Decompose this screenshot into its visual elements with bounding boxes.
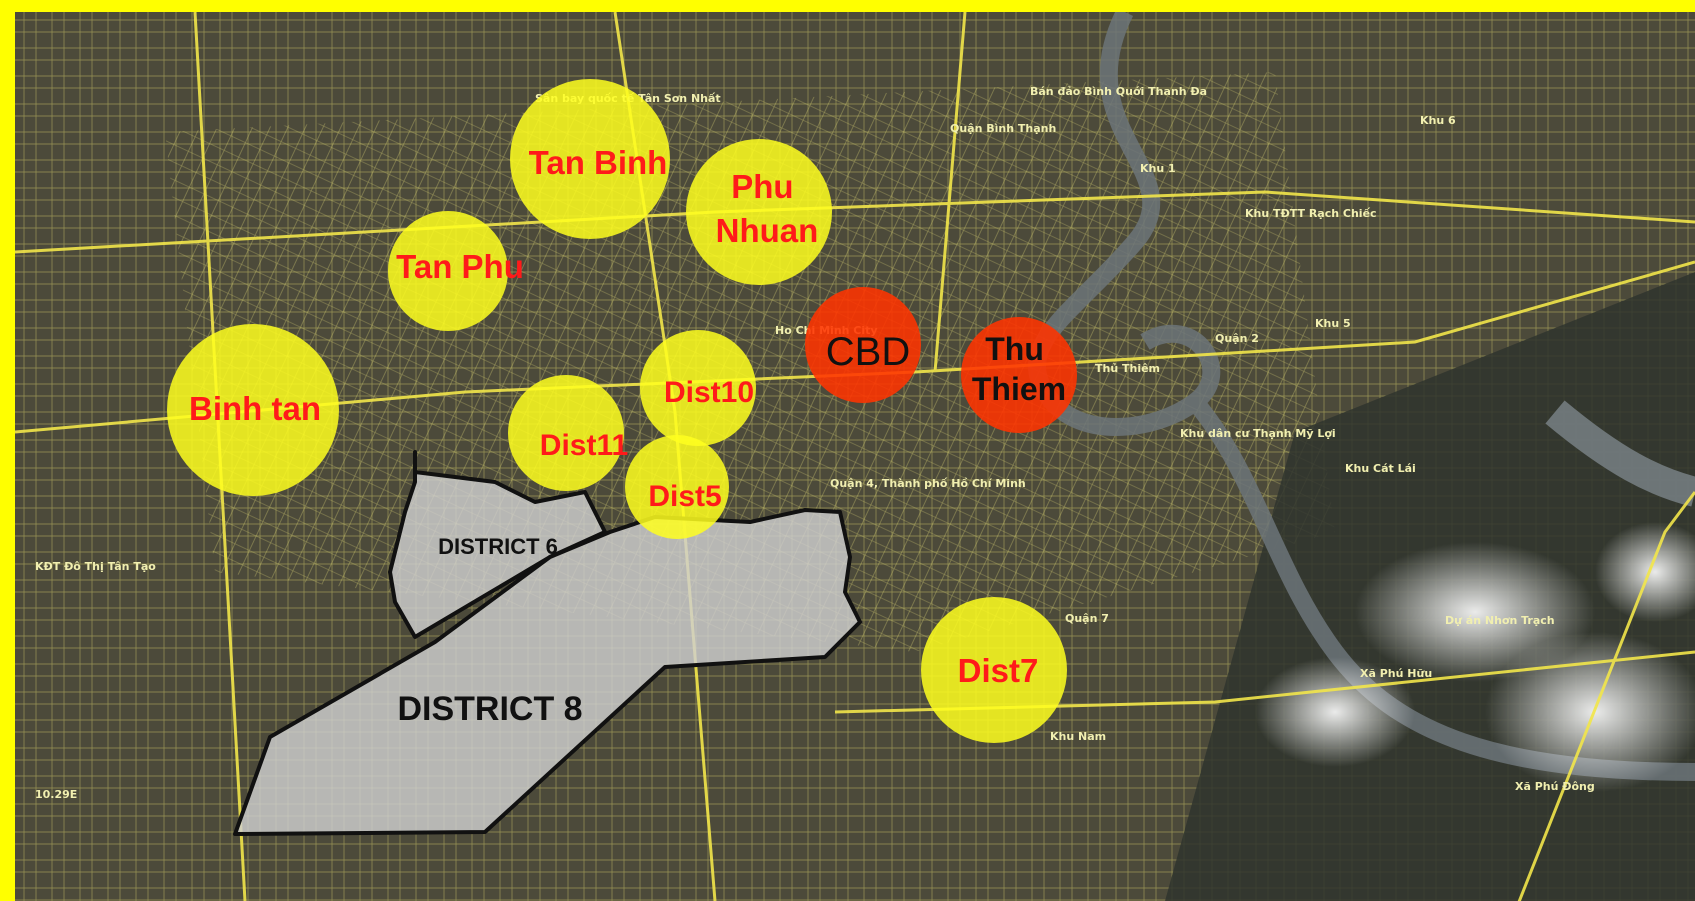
district-8-label: DISTRICT 8	[397, 690, 582, 728]
place-label: Xã Phú Đông	[1515, 780, 1595, 793]
district-8-region	[233, 508, 862, 836]
label-dist11: Dist11	[540, 429, 628, 462]
place-label: Khu Nam	[1050, 730, 1106, 743]
marker-binh-tan[interactable]	[167, 324, 339, 496]
cloud	[1485, 632, 1695, 792]
place-label: Khu 1	[1140, 162, 1176, 175]
river-branch	[1545, 400, 1695, 507]
district-6-label: DISTRICT 6	[438, 534, 558, 559]
label-tan-binh: Tan Binh	[529, 144, 668, 181]
marker-tan-binh[interactable]	[510, 79, 670, 239]
marker-phu-nhuan[interactable]	[686, 139, 832, 285]
label-thu-thiem-line1: Thu	[985, 331, 1044, 367]
place-label: Khu 6	[1420, 114, 1456, 127]
map-canvas[interactable]: Sân bay quốc tế Tân Sơn Nhất Bán đảo Bìn…	[15, 12, 1695, 901]
label-phu-nhuan-line1: Phu	[731, 168, 793, 205]
marker-dist5[interactable]	[625, 435, 729, 539]
place-label: Xã Phú Hữu	[1360, 667, 1432, 680]
label-dist10: Dist10	[664, 376, 754, 409]
place-label: Khu Cát Lái	[1345, 462, 1416, 475]
corner-coordinate-label: 10.29E	[35, 788, 77, 801]
place-label: Khu dân cư Thạnh Mỹ Lợi	[1180, 427, 1336, 440]
marker-thu-thiem[interactable]	[961, 317, 1077, 433]
label-tan-phu: Tan Phu	[396, 248, 524, 285]
place-label: Quận 7	[1065, 612, 1109, 625]
place-label: Bán đảo Bình Quới Thanh Đa	[1030, 85, 1207, 98]
place-label: Dự án Nhơn Trạch	[1445, 614, 1555, 627]
cloud	[1595, 522, 1695, 622]
label-phu-nhuan: Phu Nhuan	[716, 168, 819, 249]
marker-tan-phu[interactable]	[388, 211, 508, 331]
marker-cbd[interactable]	[805, 287, 921, 403]
marker-dist10[interactable]	[640, 330, 756, 446]
marker-dist7[interactable]	[921, 597, 1067, 743]
district-markers: Tan Binh Phu Nhuan Tan Phu Binh tan Dist…	[167, 79, 1077, 743]
label-dist5: Dist5	[648, 480, 721, 513]
place-label: Quận 2	[1215, 332, 1259, 345]
label-thu-thiem: Thu Thiem	[972, 331, 1066, 407]
label-dist7: Dist7	[958, 652, 1039, 689]
label-phu-nhuan-line2: Nhuan	[716, 212, 819, 249]
label-binh-tan: Binh tan	[189, 390, 321, 427]
place-label: Khu 5	[1315, 317, 1351, 330]
place-label: KĐT Đô Thị Tân Tạo	[35, 560, 156, 573]
place-label: Quận 4, Thành phố Hồ Chí Minh	[830, 477, 1026, 490]
label-cbd: CBD	[826, 330, 910, 374]
place-label: Quận Bình Thạnh	[950, 122, 1056, 135]
label-thu-thiem-line2: Thiem	[972, 371, 1066, 407]
place-label: Khu TĐTT Rạch Chiếc	[1245, 207, 1377, 220]
marker-dist11[interactable]	[508, 375, 624, 491]
place-label: Thủ Thiêm	[1095, 362, 1160, 375]
